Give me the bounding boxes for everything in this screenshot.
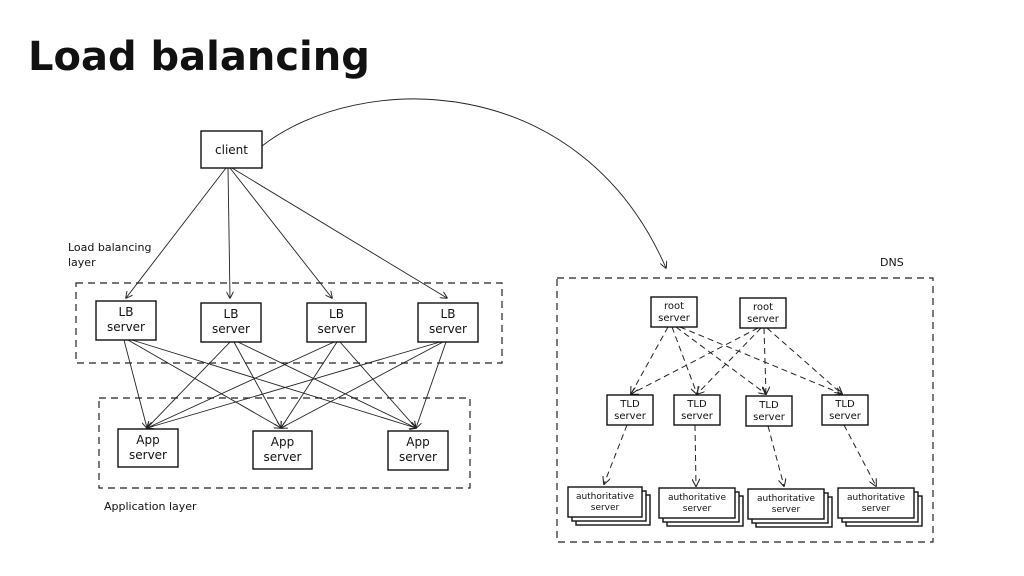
lb-server-3-line2: server xyxy=(318,322,356,336)
lb-server-4-line2: server xyxy=(429,322,467,336)
lb-server-2: LB server xyxy=(200,302,262,343)
dns-container xyxy=(556,277,934,543)
tld-server-4-line1: TLD xyxy=(834,399,855,410)
diagram-title: Load balancing xyxy=(28,34,370,80)
client-to-dns-arrow xyxy=(261,98,666,268)
auth-server-3-line2: server xyxy=(772,505,801,515)
lb-layer-label-line2: layer xyxy=(68,256,96,269)
auth-server-2-line2: server xyxy=(683,504,712,514)
auth-server-stack-1: authoritative server xyxy=(567,486,651,526)
auth-server-4-line1: authoritative xyxy=(847,493,906,503)
app-server-1-line2: server xyxy=(129,448,167,462)
lb-server-2-line1: LB xyxy=(224,307,239,321)
root-server-2-line1: root xyxy=(753,302,773,313)
lb-server-3: LB server xyxy=(306,302,367,343)
auth-server-3-line1: authoritative xyxy=(757,494,816,504)
auth-server-2-line1: authoritative xyxy=(668,493,727,503)
app-layer-label: Application layer xyxy=(104,500,197,513)
lb-server-1-line2: server xyxy=(107,320,145,334)
lb-server-1: LB server xyxy=(95,300,157,341)
client-node: client xyxy=(200,130,263,169)
tld-server-4-line2: server xyxy=(829,411,862,422)
lb-server-3-line1: LB xyxy=(329,307,344,321)
tld-server-2-line2: server xyxy=(681,411,714,422)
app-server-3: App server xyxy=(387,430,449,471)
tld-server-3: TLD server xyxy=(745,395,793,427)
tld-server-2: TLD server xyxy=(673,394,721,426)
lb-layer-label-line1: Load balancing xyxy=(68,241,151,254)
tld-server-2-line1: TLD xyxy=(686,399,707,410)
client-to-lb-arrows xyxy=(126,167,447,298)
auth-server-1-line1: authoritative xyxy=(576,492,635,502)
lb-server-4-line1: LB xyxy=(441,307,456,321)
tld-server-4: TLD server xyxy=(821,394,869,426)
tld-server-1-line2: server xyxy=(614,411,647,422)
tld-to-auth-arrows xyxy=(604,424,876,486)
auth-server-stack-4: authoritative server xyxy=(837,487,923,527)
lb-server-4: LB server xyxy=(417,302,479,343)
tld-server-3-line2: server xyxy=(753,412,786,423)
app-server-3-line2: server xyxy=(399,450,437,464)
auth-server-stack-3: authoritative server xyxy=(747,488,833,528)
tld-server-1: TLD server xyxy=(606,394,654,426)
tld-server-1-line1: TLD xyxy=(619,399,640,410)
lb-to-app-arrows xyxy=(123,339,447,428)
lb-server-2-line2: server xyxy=(212,322,250,336)
root-server-2-line2: server xyxy=(747,314,780,325)
app-server-2-line2: server xyxy=(264,450,302,464)
root-server-1-line1: root xyxy=(664,301,684,312)
app-server-1: App server xyxy=(117,428,179,468)
app-server-2-line1: App xyxy=(271,435,294,449)
dns-label: DNS xyxy=(880,256,904,269)
auth-server-1-line2: server xyxy=(591,503,620,513)
auth-server-stack-2: authoritative server xyxy=(658,487,744,527)
app-server-3-line1: App xyxy=(406,435,429,449)
lb-layer-container xyxy=(75,282,503,364)
root-server-1-line2: server xyxy=(658,313,691,324)
app-layer-container xyxy=(98,397,471,489)
app-server-2: App server xyxy=(252,430,313,470)
tld-server-3-line1: TLD xyxy=(758,400,779,411)
client-label: client xyxy=(215,143,248,157)
root-server-1: root server xyxy=(650,296,698,328)
root-server-2: root server xyxy=(739,297,787,329)
auth-server-4-line2: server xyxy=(862,504,891,514)
app-server-1-line1: App xyxy=(136,433,159,447)
lb-server-1-line1: LB xyxy=(119,305,134,319)
root-to-tld-arrows xyxy=(631,326,842,394)
